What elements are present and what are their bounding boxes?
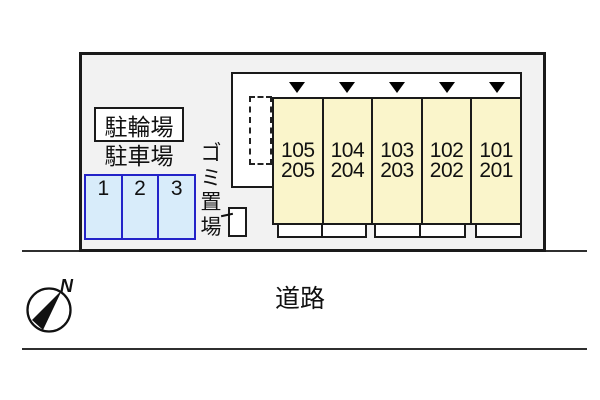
garbage-area-label: ゴ ミ 置 場	[200, 142, 222, 239]
unit-cell: 102 202	[420, 99, 471, 223]
unit-number-lower: 205	[281, 159, 315, 182]
entrance-marker-icon	[489, 82, 505, 93]
compass-icon: N	[26, 276, 74, 333]
garbage-bin-box	[228, 207, 247, 237]
unit-number-upper: 104	[330, 139, 365, 162]
parking-space: 1	[97, 177, 110, 200]
road-line-bottom	[22, 348, 587, 350]
balcony	[277, 223, 367, 238]
unit-number-upper: 105	[281, 139, 315, 162]
unit-number-lower: 202	[429, 159, 464, 182]
parking-space: 2	[120, 176, 158, 238]
unit-number-lower: 203	[380, 159, 414, 182]
unit-number-upper: 101	[479, 139, 513, 162]
entrance-marker-icon	[339, 82, 355, 93]
parking-space: 3	[157, 176, 194, 238]
unit-cell: 104 204	[321, 99, 372, 223]
unit-number-lower: 201	[479, 159, 513, 182]
unit-cell: 105 205	[274, 99, 322, 223]
unit-number-upper: 103	[380, 139, 414, 162]
unit-cell: 101 201	[470, 99, 520, 223]
car-parking-stalls: 1 2 3	[84, 174, 196, 240]
north-label: N	[60, 276, 74, 296]
unit-cell: 103 203	[371, 99, 421, 223]
balcony	[374, 223, 466, 238]
entrance-marker-icon	[439, 82, 455, 93]
car-parking-label: 駐車場	[104, 143, 174, 169]
bicycle-parking-label-box: 駐輪場	[94, 107, 184, 142]
unit-number-upper: 102	[429, 139, 464, 162]
road-label: 道路	[274, 285, 325, 313]
entrance-marker-icon	[289, 82, 305, 93]
balcony	[475, 223, 522, 238]
units-row: 105 205 104 204 103 203 102 202 101 201	[272, 97, 522, 225]
entrance-marker-icon	[389, 82, 405, 93]
unit-number-lower: 204	[330, 159, 365, 182]
entrance-markers-row	[272, 82, 522, 94]
bicycle-parking-label: 駐輪場	[104, 113, 174, 140]
stairwell-dashed-area	[249, 96, 272, 165]
